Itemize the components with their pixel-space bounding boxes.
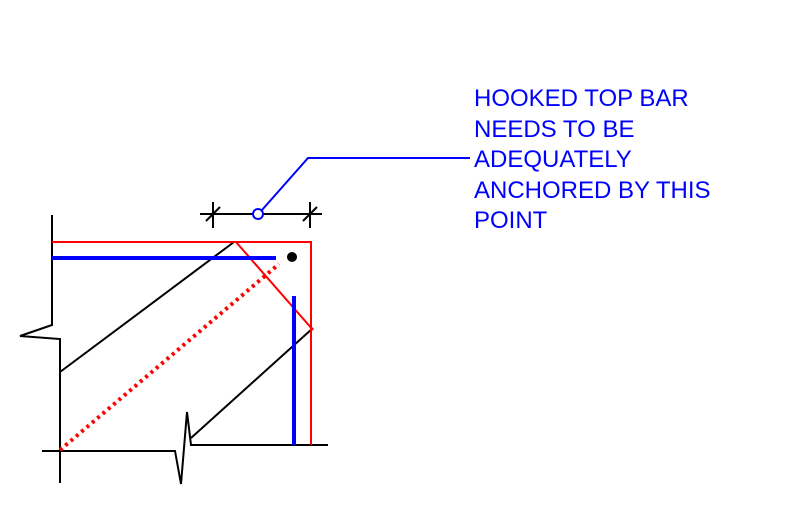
- anchorage-note-line: ADEQUATELY: [474, 146, 632, 173]
- beam-bottom-edge-with-break: [42, 411, 328, 485]
- anchorage-note: HOOKED TOP BAR NEEDS TO BE ADEQUATELY AN…: [474, 84, 711, 237]
- anchorage-note-line: NEEDS TO BE: [474, 115, 635, 143]
- compression-strut-upper-edge: [59, 241, 235, 373]
- node-diagonal-tie: [235, 241, 314, 331]
- strut-and-tie-model: [52, 241, 314, 452]
- dotted-strut-centerline: [58, 262, 281, 452]
- leader-line: [261, 157, 470, 211]
- annotation-leader: [252, 157, 470, 220]
- anchorage-note-line: POINT: [474, 207, 548, 234]
- outer-tie-boundary: [52, 241, 312, 445]
- hooked-top-bar: [52, 256, 296, 445]
- node-point-marker: [287, 252, 297, 262]
- leader-origin-circle: [252, 208, 264, 220]
- anchorage-note-line: ANCHORED BY THIS: [474, 176, 711, 204]
- dimension-left-tick: [205, 206, 221, 222]
- anchorage-note-line: HOOKED TOP BAR: [474, 85, 689, 112]
- dimension-right-tick: [302, 206, 318, 222]
- column-left-edge-with-break: [19, 215, 61, 483]
